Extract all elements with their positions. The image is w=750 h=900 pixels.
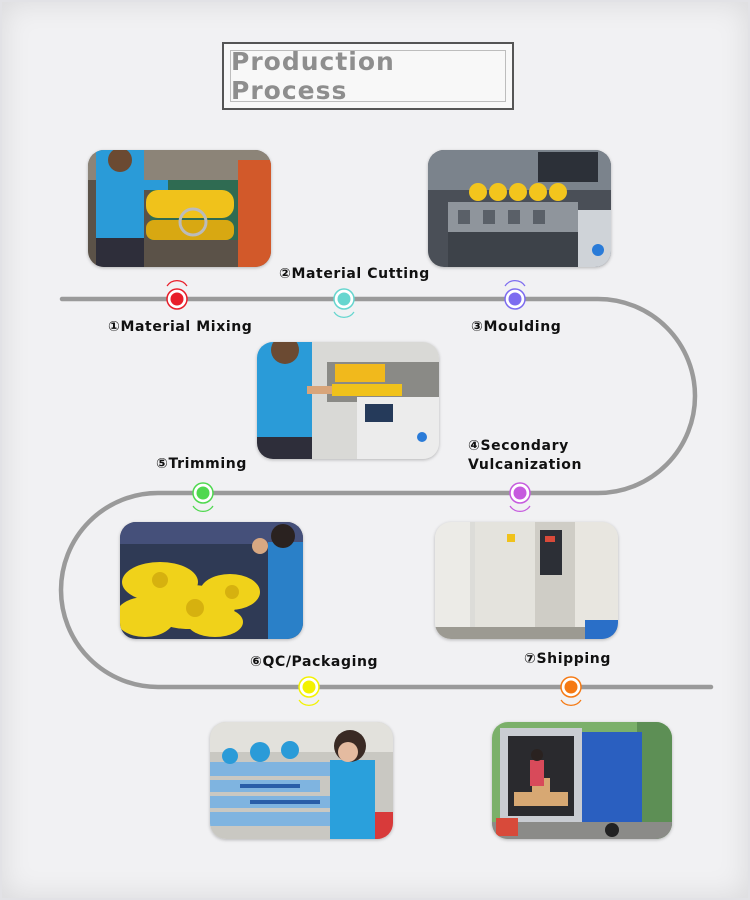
step-marker-material-cutting <box>333 288 355 318</box>
step-text: Material Cutting <box>291 266 430 282</box>
step-text-line2: Vulcanization <box>468 457 583 473</box>
title-box: Production Process <box>222 42 514 110</box>
step-text: Material Mixing <box>120 319 253 335</box>
step-label-qc-packaging: ⑥QC/Packaging <box>250 654 378 670</box>
page-title: Production Process <box>231 47 395 105</box>
moulding-photo <box>428 150 611 267</box>
step-marker-shipping <box>560 676 582 706</box>
track-path <box>58 296 714 690</box>
step-number: ④ <box>468 438 481 454</box>
material-mixing-photo <box>88 150 271 267</box>
step-text-line1: Secondary <box>480 438 569 454</box>
step-number: ① <box>108 319 121 335</box>
step-label-moulding: ③Moulding <box>471 319 561 335</box>
step-text: Trimming <box>168 456 247 472</box>
step-text: Moulding <box>483 319 562 335</box>
step-marker-qc-packaging <box>298 676 320 706</box>
step-number: ⑤ <box>156 456 169 472</box>
step-text: Shipping <box>536 651 611 667</box>
step-marker-secondary-vulcanization <box>509 482 531 512</box>
qc-packaging-photo <box>210 722 393 839</box>
vulcanization-photo <box>435 522 618 639</box>
shipping-photo <box>492 722 672 839</box>
step-marker-moulding <box>504 280 526 310</box>
step-marker-trimming <box>192 482 214 512</box>
step-number: ⑦ <box>524 651 537 667</box>
step-text: QC/Packaging <box>262 654 379 670</box>
step-marker-material-mixing <box>166 280 188 310</box>
trimming-photo <box>120 522 303 639</box>
step-number: ③ <box>471 319 484 335</box>
step-number: ⑥ <box>250 654 263 670</box>
step-label-material-mixing: ①Material Mixing <box>108 319 252 335</box>
step-label-shipping: ⑦Shipping <box>524 651 611 667</box>
step-number: ② <box>279 266 292 282</box>
step-label-material-cutting: ②Material Cutting <box>279 266 430 282</box>
title-inner-border: Production Process <box>230 47 506 105</box>
step-label-trimming: ⑤Trimming <box>156 456 247 472</box>
material-cutting-photo <box>257 342 439 459</box>
step-label-secondary-vulcanization: ④Secondary Vulcanization <box>468 437 582 475</box>
